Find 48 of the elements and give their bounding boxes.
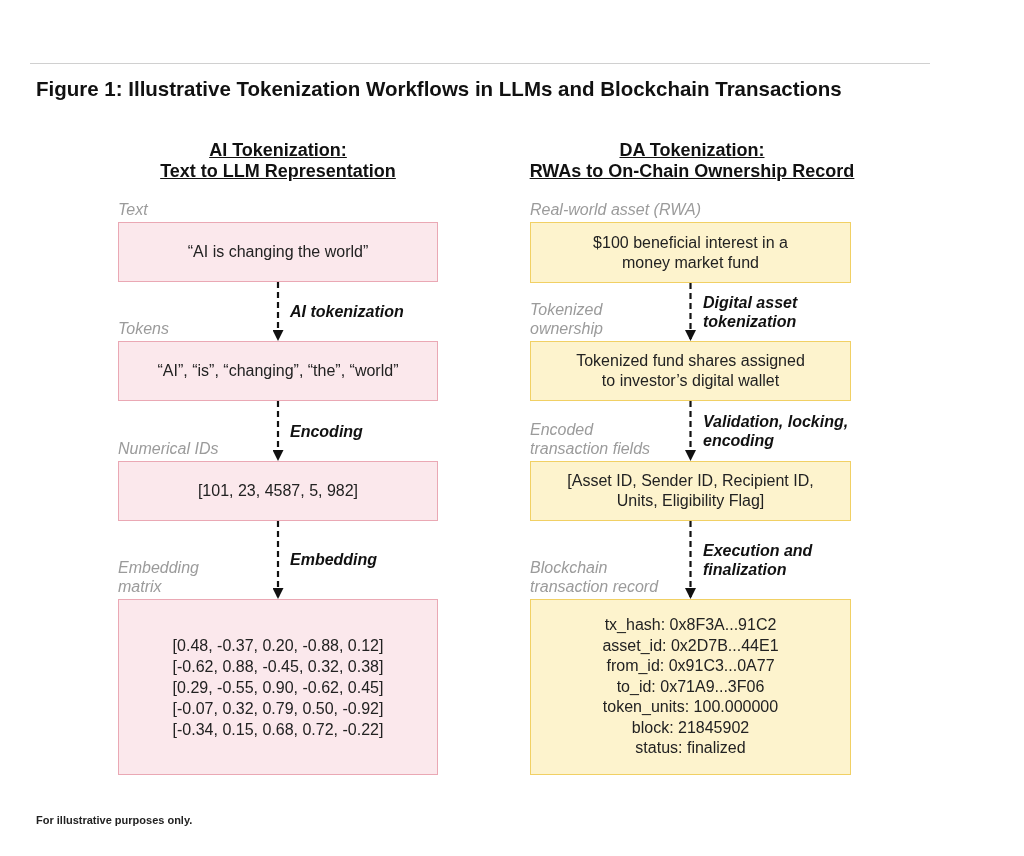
dashed-arrow — [685, 521, 696, 599]
box-text: $100 beneficial interest in a money market fund — [592, 232, 789, 273]
column-subheading: Text to LLM Representation — [160, 160, 396, 182]
column-subheading: RWAs to On-Chain Ownership Record — [529, 160, 855, 182]
record-field: to_id: 0x71A9...3F06 — [616, 676, 765, 698]
dashed-arrow — [272, 521, 284, 599]
matrix-row-text: [-0.34, 0.15, 0.68, 0.72, -0.22] — [172, 719, 384, 740]
box-text: Tokenized fund shares assigned to investor’s digital wallet — [575, 351, 806, 391]
process-box — [530, 222, 851, 283]
process-box — [530, 599, 851, 775]
step-label: Encoded transaction fields — [530, 420, 652, 458]
dashed-arrow — [272, 401, 284, 461]
step-label: Numerical IDs — [118, 439, 219, 458]
record-field: token_units: 100.000000 — [602, 697, 779, 718]
step-label: Embedding matrix — [118, 558, 200, 596]
footnote: For illustrative purposes only. — [36, 813, 193, 827]
box-text: “AI”, “is”, “changing”, “the”, “world” — [157, 361, 399, 381]
box-text: [Asset ID, Sender ID, Recipient ID, Units, Eligibility Flag] — [566, 471, 815, 511]
record-field: block: 21845902 — [631, 717, 750, 739]
process-box — [530, 461, 851, 521]
matrix-row-text: [-0.07, 0.32, 0.79, 0.50, -0.92] — [172, 698, 384, 719]
edge-label: Embedding — [290, 550, 378, 569]
step-label: Tokenized ownership — [530, 300, 604, 338]
record-field: status: finalized — [635, 738, 746, 759]
process-box — [118, 341, 438, 401]
column-heading: AI Tokenization: — [209, 139, 347, 161]
step-label: Tokens — [118, 319, 169, 338]
step-label: Blockchain transaction record — [530, 558, 660, 596]
matrix-row-text: [0.29, -0.55, 0.90, -0.62, 0.45] — [172, 677, 384, 698]
record-field: asset_id: 0x2D7B...44E1 — [602, 635, 779, 657]
process-box — [118, 461, 438, 521]
matrix-row-text: [0.48, -0.37, 0.20, -0.88, 0.12] — [172, 635, 384, 656]
dashed-arrow — [685, 401, 696, 461]
record-field: tx_hash: 0x8F3A...91C2 — [604, 615, 777, 636]
step-label: Real-world asset (RWA) — [530, 200, 701, 219]
edge-label: Encoding — [290, 422, 363, 441]
step-label: Text — [118, 200, 148, 219]
process-box — [530, 341, 851, 401]
record-field: from_id: 0x91C3...0A77 — [606, 656, 775, 677]
box-text: “AI is changing the world” — [187, 242, 369, 262]
column-heading: DA Tokenization: — [619, 139, 765, 161]
dashed-arrow — [272, 282, 284, 341]
matrix-row-text: [-0.62, 0.88, -0.45, 0.32, 0.38] — [172, 656, 384, 677]
box-text: [101, 23, 4587, 5, 982] — [197, 481, 359, 501]
figure-title: Figure 1: Illustrative Tokenization Workflows in LLMs and Blockchain Transactions — [36, 77, 842, 101]
process-box — [118, 222, 438, 282]
dashed-arrow — [685, 283, 696, 341]
process-box — [118, 599, 438, 775]
